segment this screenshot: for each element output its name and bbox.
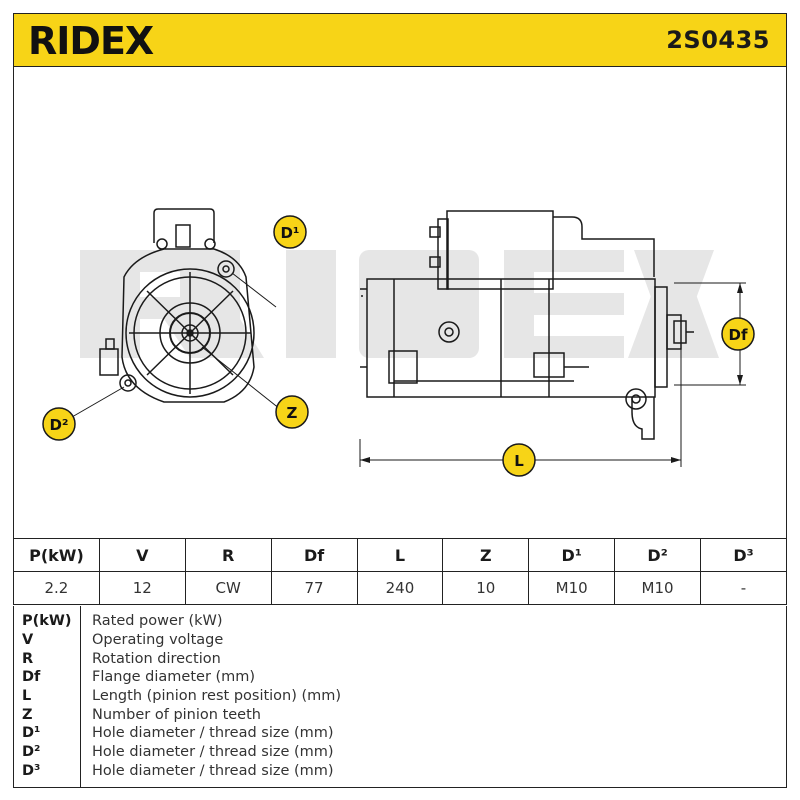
starter-front-view	[71, 208, 281, 418]
spec-header: Z	[442, 538, 530, 572]
part-number: 2S0435	[666, 26, 770, 54]
legend-key: Df	[22, 669, 41, 685]
legend-key: P(kW)	[22, 613, 72, 629]
legend-key: D²	[22, 744, 41, 760]
legend-item: Z Number of pinion teeth	[14, 706, 788, 725]
spec-value: 240	[356, 571, 444, 605]
watermark-logo	[80, 250, 719, 358]
spec-value: M10	[614, 571, 701, 605]
legend-item: D³ Hole diameter / thread size (mm)	[14, 762, 788, 781]
spec-value-row: 2.2 12 CW 77 240 10 M10 M10 -	[13, 571, 787, 605]
legend-desc: Number of pinion teeth	[92, 707, 261, 723]
legend-desc: Length (pinion rest position) (mm)	[92, 688, 342, 704]
spec-value: -	[700, 571, 787, 605]
legend-key: D³	[22, 763, 41, 779]
legend-desc: Operating voltage	[92, 632, 224, 648]
legend-key-column	[14, 606, 81, 787]
spec-header: R	[184, 538, 272, 572]
legend-item: D¹ Hole diameter / thread size (mm)	[14, 724, 788, 743]
spec-header: P(kW)	[13, 538, 100, 572]
callout-l: L	[502, 443, 536, 477]
legend-desc: Hole diameter / thread size (mm)	[92, 763, 334, 779]
starter-drawing-svg: D¹ D² Z Df L	[42, 208, 755, 477]
legend-key: V	[22, 632, 34, 648]
spec-header: D³	[700, 538, 787, 572]
svg-text:L: L	[514, 452, 524, 470]
callout-d1: D¹	[273, 215, 307, 249]
legend-key: Z	[22, 707, 33, 723]
svg-text:Df: Df	[729, 326, 748, 344]
svg-text:D²: D²	[49, 416, 68, 434]
legend-item: P(kW) Rated power (kW)	[14, 612, 788, 631]
callout-d2: D²	[42, 407, 76, 441]
starter-side-view	[359, 210, 746, 467]
spec-header: D²	[614, 538, 701, 572]
legend-item: Df Flange diameter (mm)	[14, 668, 788, 687]
legend-desc: Rotation direction	[92, 651, 221, 667]
spec-value: 2.2	[13, 571, 100, 605]
spec-table: P(kW) V R Df L Z D¹ D² D³ 2.2 12 CW 77 2…	[13, 538, 787, 605]
spec-header: Df	[270, 538, 358, 572]
legend-item: L Length (pinion rest position) (mm)	[14, 687, 788, 706]
legend-key: L	[22, 688, 32, 704]
svg-text:RIDEX: RIDEX	[28, 22, 154, 60]
legend-desc: Rated power (kW)	[92, 613, 223, 629]
legend: P(kW) Rated power (kW) V Operating volta…	[13, 606, 787, 788]
callout-z: Z	[275, 395, 309, 429]
spec-header: V	[98, 538, 186, 572]
spec-header-row: P(kW) V R Df L Z D¹ D² D³	[13, 538, 787, 572]
spec-header: D¹	[528, 538, 616, 572]
legend-key: D¹	[22, 725, 41, 741]
spec-value: 77	[270, 571, 358, 605]
technical-drawing: D¹ D² Z Df L	[13, 67, 787, 538]
svg-text:Z: Z	[287, 404, 298, 422]
spec-header: L	[356, 538, 444, 572]
spec-value: 10	[442, 571, 530, 605]
spec-value: 12	[98, 571, 186, 605]
legend-key: R	[22, 651, 34, 667]
callout-df: Df	[721, 317, 755, 351]
legend-item: R Rotation direction	[14, 650, 788, 669]
legend-desc: Flange diameter (mm)	[92, 669, 256, 685]
header-bar: RIDEX 2S0435	[13, 13, 787, 67]
spec-value: M10	[528, 571, 616, 605]
legend-item: V Operating voltage	[14, 631, 788, 650]
legend-item: D² Hole diameter / thread size (mm)	[14, 743, 788, 762]
svg-text:D¹: D¹	[280, 224, 299, 242]
ridex-logo: RIDEX	[28, 22, 155, 60]
spec-value: CW	[184, 571, 272, 605]
legend-desc: Hole diameter / thread size (mm)	[92, 725, 334, 741]
legend-desc: Hole diameter / thread size (mm)	[92, 744, 334, 760]
